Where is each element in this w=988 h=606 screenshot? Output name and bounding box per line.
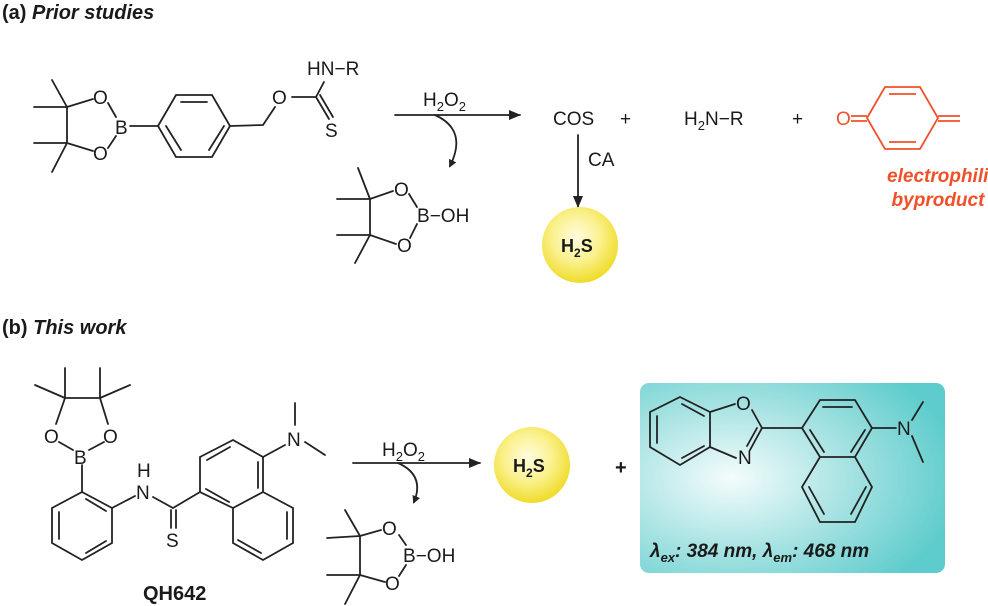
hn-r-group: HN−R [307,59,359,80]
h2o2-label: H2O2 [382,440,425,464]
amine-label: H2N−R [684,109,744,133]
atom-o: O [836,109,851,130]
atom-o: O [103,427,118,448]
atom-o: O [397,236,412,257]
plus-sign: + [615,457,627,479]
byproduct-label: byproduct [892,190,986,211]
atom-o: O [93,144,108,165]
atom-o: O [272,88,287,109]
atom-o: O [382,519,397,540]
fluorophore-box: O N N λex: 384 nm, λem: 468 nm [640,383,945,573]
boronate-thiocarbamate-reactant: O O B O S HN−R [33,59,359,173]
atom-n: N [136,483,150,504]
b-oh-group: B−OH [417,206,469,227]
h2s-ball-a: H2S [542,207,618,283]
byproduct-label: electrophilic [887,166,988,187]
atom-n: N [897,419,911,440]
atom-o: O [93,88,108,109]
panel-b-title: (b) This work [2,317,127,339]
cos-label: COS [553,109,594,130]
ca-label: CA [588,150,615,171]
atom-s: S [166,531,179,552]
atom-n: N [738,448,752,469]
wavelength-label: λex: 384 nm, λem: 468 nm [649,541,869,565]
atom-o: O [385,574,400,595]
compound-name: QH642 [143,583,206,605]
plus-sign: + [792,109,803,130]
atom-s: S [325,121,338,142]
quinone-methide: O [836,86,960,150]
atom-h: H [137,461,151,482]
panel-b: (b) This work O O B H N S N QH642 H2O2 O… [2,317,945,605]
panel-a-title: (a) Prior studies [2,2,154,24]
b-oh-group: B−OH [403,546,455,567]
h2s-label: H2S [561,236,593,260]
panel-a: (a) Prior studies O O B O S HN−R H2O2 O … [2,2,988,283]
plus-sign: + [620,109,631,130]
atom-o: O [394,180,409,201]
h2s-label: H2S [513,456,545,480]
atom-b: B [74,448,87,469]
atom-o: O [44,427,59,448]
pinacol-boronic-acid-byproduct: O O B−OH [326,509,455,605]
atom-n: N [287,430,301,451]
atom-b: B [115,118,128,139]
reaction-arrow-b: H2O2 [352,440,481,504]
atom-o: O [736,394,751,415]
h2s-ball-b: H2S [494,427,570,503]
h2o2-label: H2O2 [423,90,466,114]
reaction-arrow-a: H2O2 [394,90,521,168]
qh642-probe: O O B H N S N QH642 [34,367,326,605]
pinacol-boronic-acid-byproduct: O O B−OH [336,167,469,264]
